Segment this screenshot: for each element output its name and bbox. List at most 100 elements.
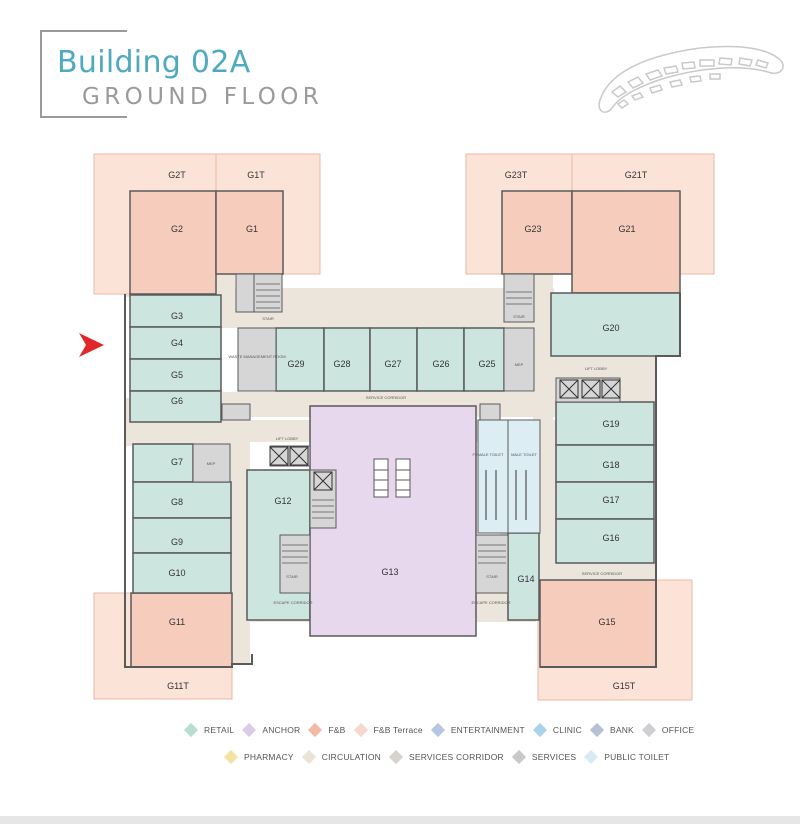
unit-G2: [129, 190, 217, 295]
label-G18: G18: [602, 460, 619, 470]
legend-item-retail: RETAIL: [183, 722, 235, 738]
male-toilet-label: MALE TOILET: [511, 452, 537, 457]
label-G6: G6: [171, 396, 183, 406]
legend-label: RETAIL: [204, 725, 235, 735]
legend-swatch: [242, 722, 257, 738]
legend-item-public-toilet: PUBLIC TOILET: [584, 749, 670, 765]
unit-G23: [501, 190, 573, 275]
legend-swatch: [223, 749, 239, 765]
escape-corridor-label: ESCAPE CORRIDOR: [273, 600, 312, 605]
bottom-bar: [0, 816, 800, 824]
label-G3: G3: [171, 311, 183, 321]
building-title: Building 02A: [57, 45, 251, 80]
stair-label: STAIR: [513, 314, 525, 319]
legend-label: CIRCULATION: [321, 752, 381, 762]
stair-label: STAIR: [486, 574, 498, 579]
legend-swatch: [430, 722, 445, 738]
building-outline: [124, 293, 681, 668]
escape-corridor-label: ESCAPE CORRIDOR: [471, 600, 510, 605]
legend-item-anchor: ANCHOR: [242, 722, 301, 738]
mep-label: MEP: [515, 362, 524, 367]
legend-label: CLINIC: [552, 725, 582, 735]
legend-label: SERVICES CORRIDOR: [408, 752, 504, 762]
label-G19: G19: [602, 419, 619, 429]
label-G28: G28: [333, 359, 350, 369]
legend-swatch: [308, 722, 323, 738]
floor-title: GROUND FLOOR: [82, 84, 324, 110]
label-G21: G21: [618, 224, 635, 234]
label-G14: G14: [517, 574, 534, 584]
label-G29: G29: [287, 359, 304, 369]
lifts: [269, 379, 621, 491]
legend-item-clinic: CLINIC: [532, 722, 582, 738]
label-G9: G9: [171, 537, 183, 547]
mep-label: MEP: [207, 461, 216, 466]
legend-label: BANK: [609, 725, 634, 735]
stair-label: STAIR: [262, 316, 274, 321]
label-G1T: G1T: [247, 170, 265, 180]
legend-swatch: [388, 749, 404, 765]
legend-swatch: [183, 722, 199, 738]
unit-G21: [571, 190, 681, 294]
legend-label: F&B Terrace: [373, 725, 423, 735]
label-G23T: G23T: [505, 170, 528, 180]
key-map: [598, 45, 784, 113]
label-G25: G25: [478, 359, 495, 369]
legend-item-fb: F&B: [308, 722, 345, 738]
lift-lobby-label: LIFT LOBBY: [585, 366, 608, 371]
legend-label: PHARMACY: [244, 752, 294, 762]
legend-item-services: SERVICES: [511, 749, 577, 765]
legend-item-entertainment: ENTERTAINMENT: [430, 722, 525, 738]
label-G10: G10: [168, 568, 185, 578]
legend-label: ANCHOR: [262, 725, 301, 735]
label-G21T: G21T: [625, 170, 648, 180]
stair-label: STAIR: [286, 574, 298, 579]
label-G7: G7: [171, 457, 183, 467]
legend-label: OFFICE: [661, 725, 695, 735]
legend-item-fb-terrace: F&B Terrace: [353, 722, 423, 738]
label-G17: G17: [602, 495, 619, 505]
label-G5: G5: [171, 370, 183, 380]
label-G15T: G15T: [613, 681, 636, 691]
unit-G1: [215, 190, 284, 275]
public-toilets: [477, 419, 541, 534]
label-G11T: G11T: [167, 681, 189, 691]
label-G2: G2: [171, 224, 183, 234]
legend-item-circulation: CIRCULATION: [301, 749, 381, 765]
legend-swatch: [641, 722, 656, 738]
label-G13: G13: [381, 567, 398, 577]
label-G20: G20: [602, 323, 619, 333]
legend-label: PUBLIC TOILET: [604, 752, 670, 762]
label-G2T: G2T: [168, 170, 186, 180]
label-G11: G11: [169, 617, 185, 627]
label-G27: G27: [384, 359, 401, 369]
label-G1: G1: [246, 224, 258, 234]
legend-row-2: PHARMACY CIRCULATION SERVICES CORRIDOR S…: [223, 749, 679, 765]
label-G12: G12: [274, 496, 291, 506]
label-G23: G23: [524, 224, 541, 234]
legend-row-1: RETAIL ANCHOR F&B F&B Terrace ENTERTAINM…: [183, 722, 704, 738]
legend-swatch: [511, 749, 526, 765]
waste-room-label: WASTE MANAGEMENT ROOM: [228, 354, 285, 359]
retail-units: [129, 292, 681, 621]
legend-item-pharmacy: PHARMACY: [223, 749, 294, 765]
legend-swatch: [301, 749, 316, 765]
legend-label: SERVICES: [531, 752, 577, 762]
legend-swatch: [532, 722, 547, 738]
label-G26: G26: [432, 359, 449, 369]
location-marker-icon: [79, 333, 104, 357]
lift-lobby-label: LIFT LOBBY: [276, 436, 299, 441]
service-corridor-label: SERVICE CORRIDOR: [582, 571, 622, 576]
legend-item-office: OFFICE: [641, 722, 695, 738]
legend-swatch: [584, 749, 599, 765]
label-G8: G8: [171, 497, 183, 507]
female-toilet-label: FEMALE TOILET: [473, 452, 505, 457]
label-G4: G4: [171, 338, 183, 348]
unit-G15: [539, 579, 657, 668]
legend-swatch: [589, 722, 605, 738]
legend-item-services-corridor: SERVICES CORRIDOR: [388, 749, 504, 765]
unit-G13: [309, 405, 477, 637]
title-frame: [40, 30, 127, 118]
escalators: [373, 458, 411, 498]
